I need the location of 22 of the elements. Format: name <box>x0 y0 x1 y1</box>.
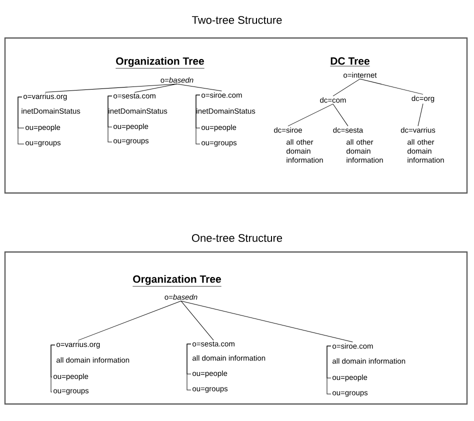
tree-heading: Organization Tree <box>132 275 222 287</box>
tree-line <box>360 78 424 95</box>
bracket-line <box>18 96 24 144</box>
panel-title: Two-tree Structure <box>192 16 282 24</box>
bracket-line <box>326 346 332 394</box>
tree-line <box>332 78 360 96</box>
bracket-line <box>50 344 56 392</box>
panel-title: One-tree Structure <box>192 234 282 242</box>
bracket-line <box>186 344 192 390</box>
tree-line <box>134 84 178 93</box>
tree-line <box>418 103 424 126</box>
tree-line <box>180 300 214 341</box>
tree-heading: Organization Tree <box>115 57 205 69</box>
tree-line <box>44 84 178 93</box>
bracket-line <box>196 94 200 144</box>
tree-line <box>180 300 353 342</box>
tree-line <box>332 104 348 126</box>
tree-heading: DC Tree <box>330 57 370 66</box>
bracket-line <box>108 96 112 142</box>
tree-line <box>288 104 334 126</box>
tree-line <box>78 300 182 341</box>
tree-line <box>176 84 222 92</box>
